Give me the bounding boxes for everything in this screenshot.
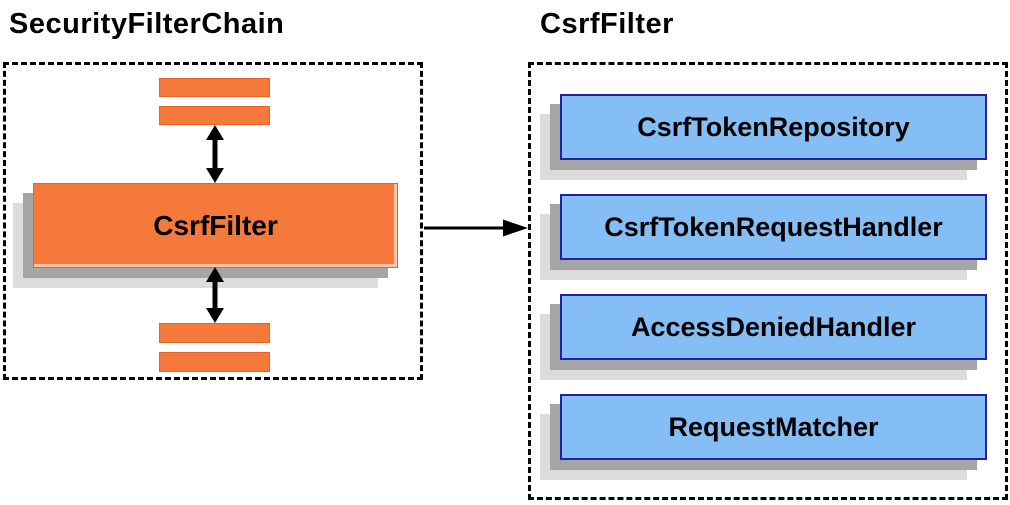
csrf-token-request-handler-box: CsrfTokenRequestHandler (540, 194, 987, 280)
csrf-filter-box: CsrfFilter (13, 183, 398, 288)
filter-bar (159, 78, 270, 97)
csrf-token-request-handler-label: CsrfTokenRequestHandler (560, 194, 987, 260)
access-denied-handler-label: AccessDeniedHandler (560, 294, 987, 360)
csrf-filter-box-label: CsrfFilter (33, 183, 398, 268)
csrf-filter-container (528, 62, 1008, 500)
access-denied-handler-box: AccessDeniedHandler (540, 294, 987, 380)
request-matcher-box: RequestMatcher (540, 394, 987, 480)
security-filter-chain-container (3, 62, 423, 380)
request-matcher-label: RequestMatcher (560, 394, 987, 460)
security-filter-chain-title: SecurityFilterChain (9, 8, 285, 40)
filter-bar (159, 106, 270, 125)
csrf-filter-title: CsrfFilter (540, 8, 674, 40)
csrf-token-repository-label: CsrfTokenRepository (560, 94, 987, 160)
double-arrow-icon (203, 267, 227, 323)
csrf-token-repository-box: CsrfTokenRepository (540, 94, 987, 180)
filter-bar (159, 352, 270, 372)
filter-bar (159, 323, 270, 343)
double-arrow-icon (203, 125, 227, 183)
flow-arrow-icon (424, 218, 528, 238)
